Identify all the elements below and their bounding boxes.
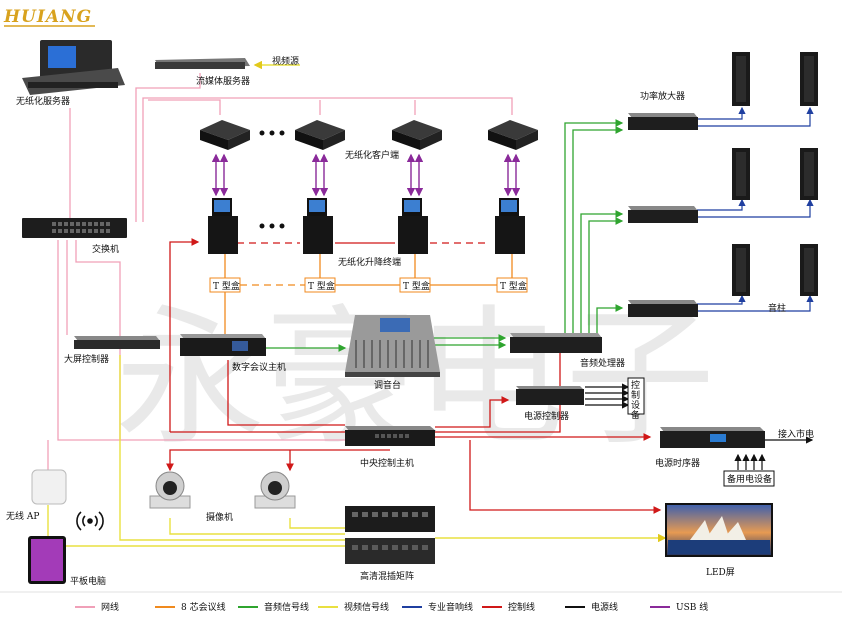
power-lines	[585, 383, 814, 470]
column-speaker[interactable]	[800, 52, 818, 106]
mixer-label: 调音台	[374, 379, 401, 391]
legend-label: 电源线	[591, 601, 618, 613]
audio-lines	[265, 119, 624, 352]
power-controller-label: 电源控制器	[524, 410, 569, 422]
paperless-client-label: 无纸化客户端	[345, 149, 399, 161]
lift-terminals: 无纸化升降终端	[208, 198, 525, 268]
led-screen[interactable]: LED屏	[665, 503, 773, 578]
t-box[interactable]: T 型盒	[209, 277, 241, 293]
t-box[interactable]: T 型盒	[399, 277, 431, 293]
t-box[interactable]: T 型盒	[496, 277, 528, 293]
control-equipment-box: 控制设备	[627, 377, 645, 421]
wireless-ap[interactable]: 无线 AP	[6, 469, 67, 522]
column-speaker[interactable]	[732, 52, 750, 106]
central-control-host[interactable]: 中央控制主机	[345, 426, 436, 469]
hd-matrix[interactable]: 高清混插矩阵	[345, 506, 435, 582]
legend-item: 网线	[75, 601, 119, 613]
legend-label: 专业音响线	[428, 601, 473, 613]
switch-label: 交换机	[92, 243, 119, 255]
wifi-icon	[76, 511, 104, 531]
svg-text:T 型盒: T 型盒	[500, 280, 527, 292]
legend-label: 网线	[101, 601, 119, 613]
svg-text:T 型盒: T 型盒	[308, 280, 335, 292]
backup-equipment-label: 备用电设备	[727, 473, 772, 485]
video-source-label: 视频源	[272, 55, 299, 67]
legend-label: 8 芯会议线	[181, 601, 226, 613]
column-speaker[interactable]	[800, 148, 818, 200]
column-speaker-label: 音柱	[768, 302, 786, 314]
camera[interactable]	[149, 471, 191, 509]
paperless-client[interactable]	[295, 120, 345, 150]
conference-lines	[224, 250, 513, 338]
audio-mixer[interactable]: 调音台	[345, 315, 440, 391]
conference-host-label: 数字会议主机	[232, 361, 286, 373]
tablet[interactable]: 平板电脑	[28, 536, 106, 587]
audio-processor[interactable]: 音频处理器	[510, 333, 625, 369]
svg-text:T 型盒: T 型盒	[213, 280, 240, 292]
wireless-ap-label: 无线 AP	[6, 510, 39, 522]
power-sequencer-label: 电源时序器	[655, 457, 700, 469]
streaming-server[interactable]: 流媒体服务器	[155, 58, 250, 87]
column-speakers: 音柱	[732, 52, 818, 314]
camera[interactable]	[254, 471, 296, 509]
tablet-label: 平板电脑	[70, 575, 106, 587]
control-equipment-label: 控制设备	[631, 379, 640, 421]
speaker-lines	[697, 106, 814, 312]
column-speaker[interactable]	[800, 244, 818, 296]
hd-matrix-label: 高清混插矩阵	[360, 570, 414, 582]
backup-equipment-box: 备用电设备	[723, 470, 775, 487]
lift-terminal[interactable]	[303, 198, 333, 254]
central-control-label: 中央控制主机	[360, 457, 414, 469]
column-speaker[interactable]	[732, 244, 750, 296]
power-controller[interactable]: 电源控制器	[516, 386, 584, 422]
column-speaker[interactable]	[732, 148, 750, 200]
paperless-clients: 无纸化客户端	[200, 120, 538, 161]
legend-label: 视频信号线	[344, 601, 389, 613]
paperless-client[interactable]	[200, 120, 250, 150]
legend-item: 控制线	[482, 601, 535, 613]
legend-item: 8 芯会议线	[155, 601, 226, 613]
audio-processor-label: 音频处理器	[580, 357, 625, 369]
lift-terminal[interactable]	[208, 198, 238, 254]
usb-lines	[211, 153, 521, 197]
legend-label: 控制线	[508, 601, 535, 613]
paperless-client[interactable]	[392, 120, 442, 150]
streaming-server-label: 流媒体服务器	[196, 75, 250, 87]
lift-terminal-label: 无纸化升降终端	[338, 256, 401, 268]
power-amp[interactable]	[628, 206, 698, 223]
brand-logo: HUIANG	[3, 7, 92, 27]
paperless-server-label: 无纸化服务器	[16, 95, 70, 107]
legend-item: 音频信号线	[238, 601, 309, 613]
camera-label: 摄像机	[206, 511, 233, 523]
power-amps: 功率放大器	[628, 90, 698, 317]
network-lines	[47, 73, 513, 470]
lift-terminal[interactable]	[495, 198, 525, 254]
legend-item: 电源线	[565, 601, 618, 613]
paperless-client[interactable]	[488, 120, 538, 150]
legend-item: USB 线	[650, 601, 708, 613]
power-amp-label: 功率放大器	[640, 90, 685, 102]
svg-text:T 型盒: T 型盒	[403, 280, 430, 292]
power-amp[interactable]	[628, 113, 698, 130]
legend: 网线 8 芯会议线 音频信号线 视频信号线 专业音响线 控制线 电源线 USB 线	[75, 601, 708, 613]
cameras: 摄像机	[149, 471, 296, 523]
lift-terminal[interactable]	[398, 198, 428, 254]
power-sequencer[interactable]: 电源时序器	[655, 427, 765, 469]
led-screen-label: LED屏	[706, 567, 735, 578]
big-screen-controller-label: 大屏控制器	[64, 353, 109, 365]
legend-label: 音频信号线	[264, 601, 309, 613]
network-switch[interactable]: 交换机	[22, 218, 127, 255]
big-screen-controller[interactable]: 大屏控制器	[64, 336, 160, 365]
paperless-server[interactable]: 无纸化服务器	[16, 40, 125, 107]
legend-item: 视频信号线	[318, 601, 389, 613]
legend-label: USB 线	[676, 601, 708, 613]
power-amp[interactable]	[628, 300, 698, 317]
legend-item: 专业音响线	[402, 601, 473, 613]
t-boxes: T 型盒 T 型盒 T 型盒 T 型盒	[209, 277, 528, 293]
conference-host[interactable]: 数字会议主机	[180, 334, 286, 373]
t-box[interactable]: T 型盒	[304, 277, 336, 293]
mains-label: 接入市电	[778, 428, 814, 440]
